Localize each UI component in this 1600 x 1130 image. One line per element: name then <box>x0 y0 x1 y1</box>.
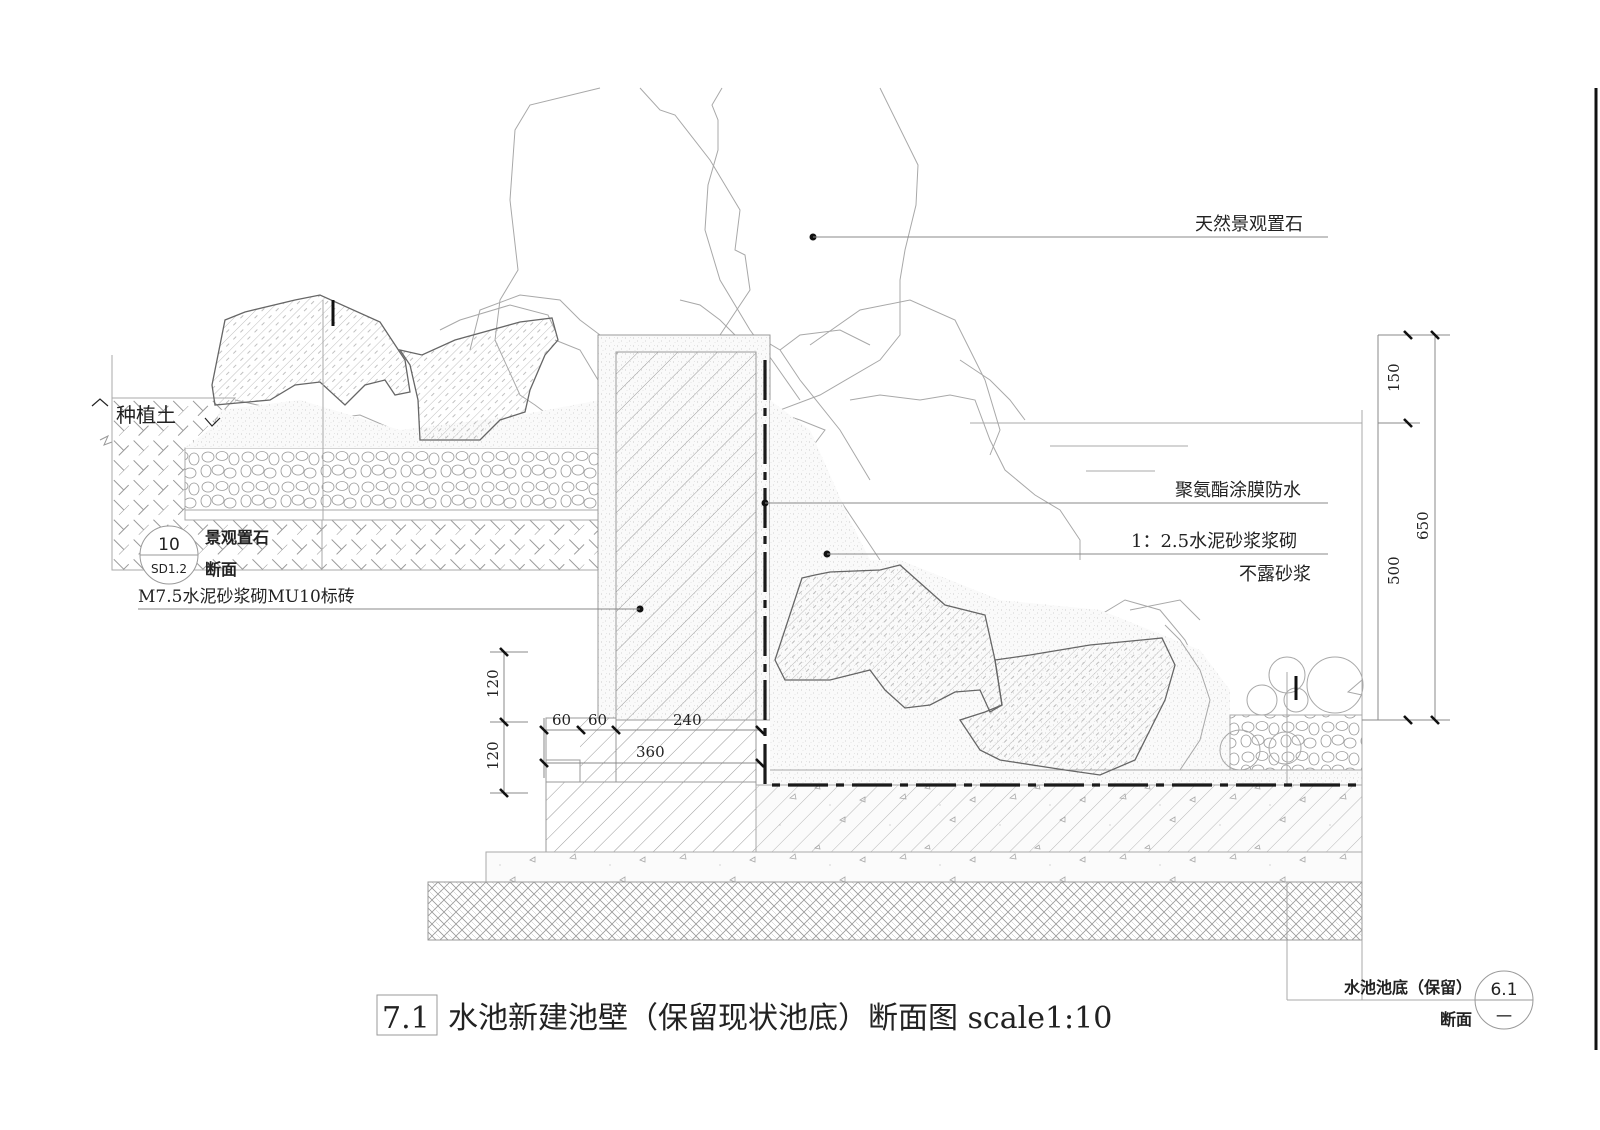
callout-number: 6.1 <box>1490 980 1517 1000</box>
dim-150: 150 <box>1385 363 1403 392</box>
dim-650: 650 <box>1414 511 1432 540</box>
label-natural-stone: 天然景观置石 <box>1195 214 1303 235</box>
dim-120-upper: 120 <box>484 669 502 698</box>
left-ground <box>111 355 601 571</box>
callout-subtitle: 断面 <box>205 560 237 579</box>
footing-dimensions <box>490 647 765 798</box>
label-brick-wall: M7.5水泥砂浆砌MU10标砖 <box>138 587 355 607</box>
callout-landscape-stone[interactable]: 10 SD1.2 景观置石 断面 <box>139 525 269 585</box>
right-dimensions <box>1362 330 1450 725</box>
callout-pool-bottom[interactable]: 6.1 一 水池池底（保留） 断面 <box>1344 970 1534 1030</box>
label-mortar-2: 不露砂浆 <box>1239 564 1311 585</box>
callout-title: 水池池底（保留） <box>1344 978 1472 997</box>
label-waterproof: 聚氨酯涂膜防水 <box>1175 480 1301 501</box>
water-surface <box>970 410 1363 785</box>
pool-wall <box>545 334 771 853</box>
callout-subtitle: 断面 <box>1440 1010 1472 1029</box>
dim-240: 240 <box>673 711 702 729</box>
callout-sheet: 一 <box>1496 1007 1512 1026</box>
dim-360: 360 <box>636 743 665 761</box>
label-planting-soil: 种植土 <box>116 403 176 427</box>
label-mortar-1: 1：2.5水泥砂浆浆砌 <box>1131 531 1297 552</box>
title-text: 水池新建池壁（保留现状池底）断面图 scale1:10 <box>448 1001 1112 1036</box>
leaders <box>138 233 1480 1001</box>
dim-120-lower: 120 <box>484 741 502 770</box>
drawing-title: 7.1 水池新建池壁（保留现状池底）断面图 scale1:10 <box>376 994 1112 1036</box>
landscape-stone-pool <box>774 564 1211 776</box>
callout-number: 10 <box>158 535 180 555</box>
callout-sheet: SD1.2 <box>151 562 187 576</box>
dim-500: 500 <box>1385 556 1403 585</box>
base-layers <box>427 784 1363 941</box>
dim-60-a: 60 <box>552 711 571 729</box>
dim-60-b: 60 <box>588 711 607 729</box>
soil-break-marks <box>91 398 221 446</box>
landscape-stone-left <box>211 294 559 520</box>
callout-title: 景观置石 <box>205 528 269 547</box>
title-number: 7.1 <box>382 1001 430 1036</box>
